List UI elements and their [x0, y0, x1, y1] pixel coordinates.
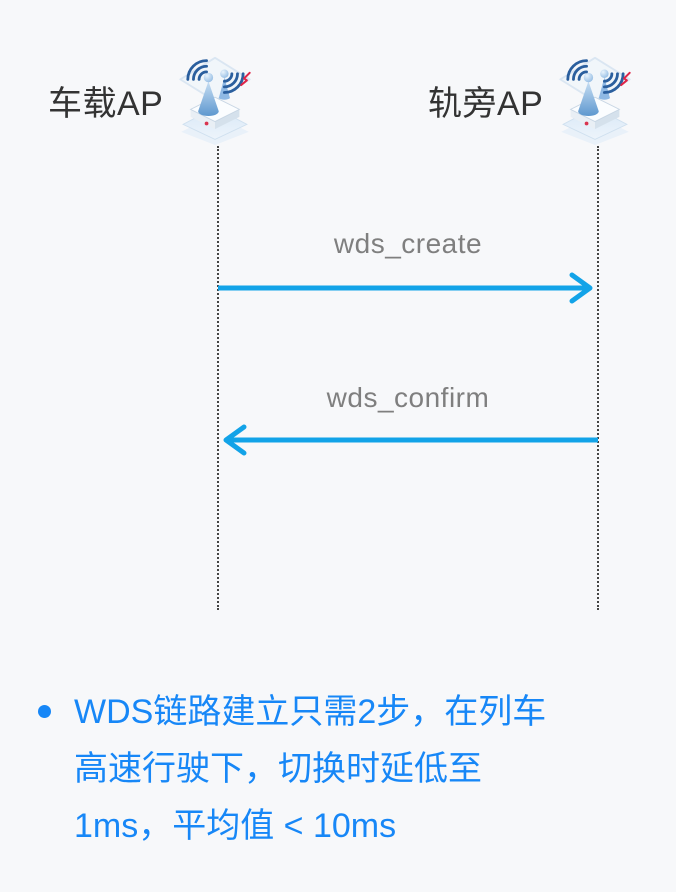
arrow-right-icon [218, 272, 593, 304]
actor-label-trackside-ap: 轨旁AP [428, 84, 544, 123]
arrow-left-icon [223, 424, 598, 456]
actor-vehicle-ap: 车载AP [48, 54, 255, 146]
bullet-dot-icon [38, 705, 51, 718]
bullet-line-3: 1ms，平均值 < 10ms [74, 807, 397, 845]
wireless-ap-icon [175, 55, 255, 145]
bullet-note: WDS链路建立只需2步，在列车 高速行驶下，切换时延低至 1ms，平均值 < 1… [38, 684, 648, 855]
bullet-text: WDS链路建立只需2步，在列车 高速行驶下，切换时延低至 1ms，平均值 < 1… [74, 684, 546, 855]
actor-trackside-ap: 轨旁AP [428, 54, 635, 146]
bullet-line-1: WDS链路建立只需2步，在列车 [74, 693, 547, 731]
lifeline-trackside-ap [597, 146, 599, 610]
message-label-wds-confirm: wds_confirm [326, 382, 490, 413]
message-label-wds-create: wds_create [333, 228, 483, 259]
wireless-ap-icon [555, 55, 635, 145]
bullet-line-2: 高速行驶下，切换时延低至 [74, 750, 482, 788]
actor-label-vehicle-ap: 车载AP [48, 84, 164, 123]
lifeline-vehicle-ap [217, 146, 219, 610]
